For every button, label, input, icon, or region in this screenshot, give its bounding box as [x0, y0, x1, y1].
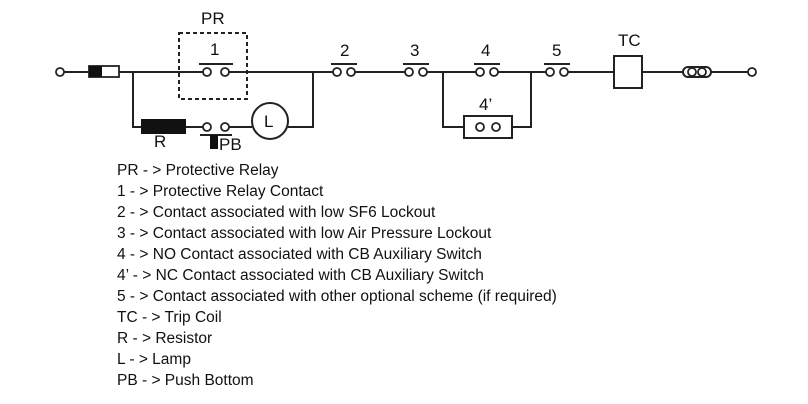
left-terminal — [55, 67, 65, 77]
trip-coil-label: TC — [618, 31, 641, 50]
nc-branch-wire — [442, 72, 532, 128]
resistor-label: R — [154, 132, 166, 151]
contact-2-label: 2 — [340, 41, 349, 60]
legend-item: 1 - > Protective Relay Contact — [117, 183, 324, 200]
legend-item: PB - > Push Bottom — [117, 372, 254, 389]
contact-1-label: 1 — [210, 40, 219, 59]
legend-item: 2 - > Contact associated with low SF6 Lo… — [117, 204, 436, 221]
push-button-label: PB — [219, 135, 242, 154]
contact-5-label: 5 — [552, 41, 561, 60]
legend-item: PR - > Protective Relay — [117, 162, 279, 179]
contact-4-nc — [463, 115, 513, 139]
right-terminal — [747, 67, 757, 77]
contact-5 — [544, 63, 570, 77]
lamp-label: L — [264, 112, 273, 131]
protective-relay-box — [178, 32, 248, 100]
contact-4-label: 4 — [481, 41, 490, 60]
lamp-symbol — [251, 102, 289, 140]
contact-4-no — [474, 63, 500, 77]
legend-item: 5 - > Contact associated with other opti… — [117, 288, 557, 305]
legend-item: L - > Lamp — [117, 351, 191, 368]
legend-item: 4’ - > NC Contact associated with CB Aux… — [117, 267, 484, 284]
legend-item: R - > Resistor — [117, 330, 213, 347]
contact-4-nc-label: 4’ — [479, 95, 492, 114]
fuse-symbol — [88, 65, 120, 78]
trip-circuit-diagram: PR 1 2 3 4 4’ 5 TC R — [55, 9, 757, 154]
legend-item: TC - > Trip Coil — [117, 309, 222, 326]
output-link-symbol — [682, 66, 712, 78]
contact-1 — [199, 63, 233, 77]
trip-coil-symbol — [613, 55, 643, 89]
contact-3-label: 3 — [410, 41, 419, 60]
legend-list: PR - > Protective Relay 1 - > Protective… — [117, 160, 557, 391]
push-button-symbol — [200, 122, 232, 149]
legend-item: 4 - > NO Contact associated with CB Auxi… — [117, 246, 482, 263]
protective-relay-label: PR — [201, 9, 225, 28]
contact-3 — [403, 63, 429, 77]
resistor-symbol — [141, 119, 186, 134]
contact-2 — [331, 63, 357, 77]
legend-item: 3 - > Contact associated with low Air Pr… — [117, 225, 492, 242]
